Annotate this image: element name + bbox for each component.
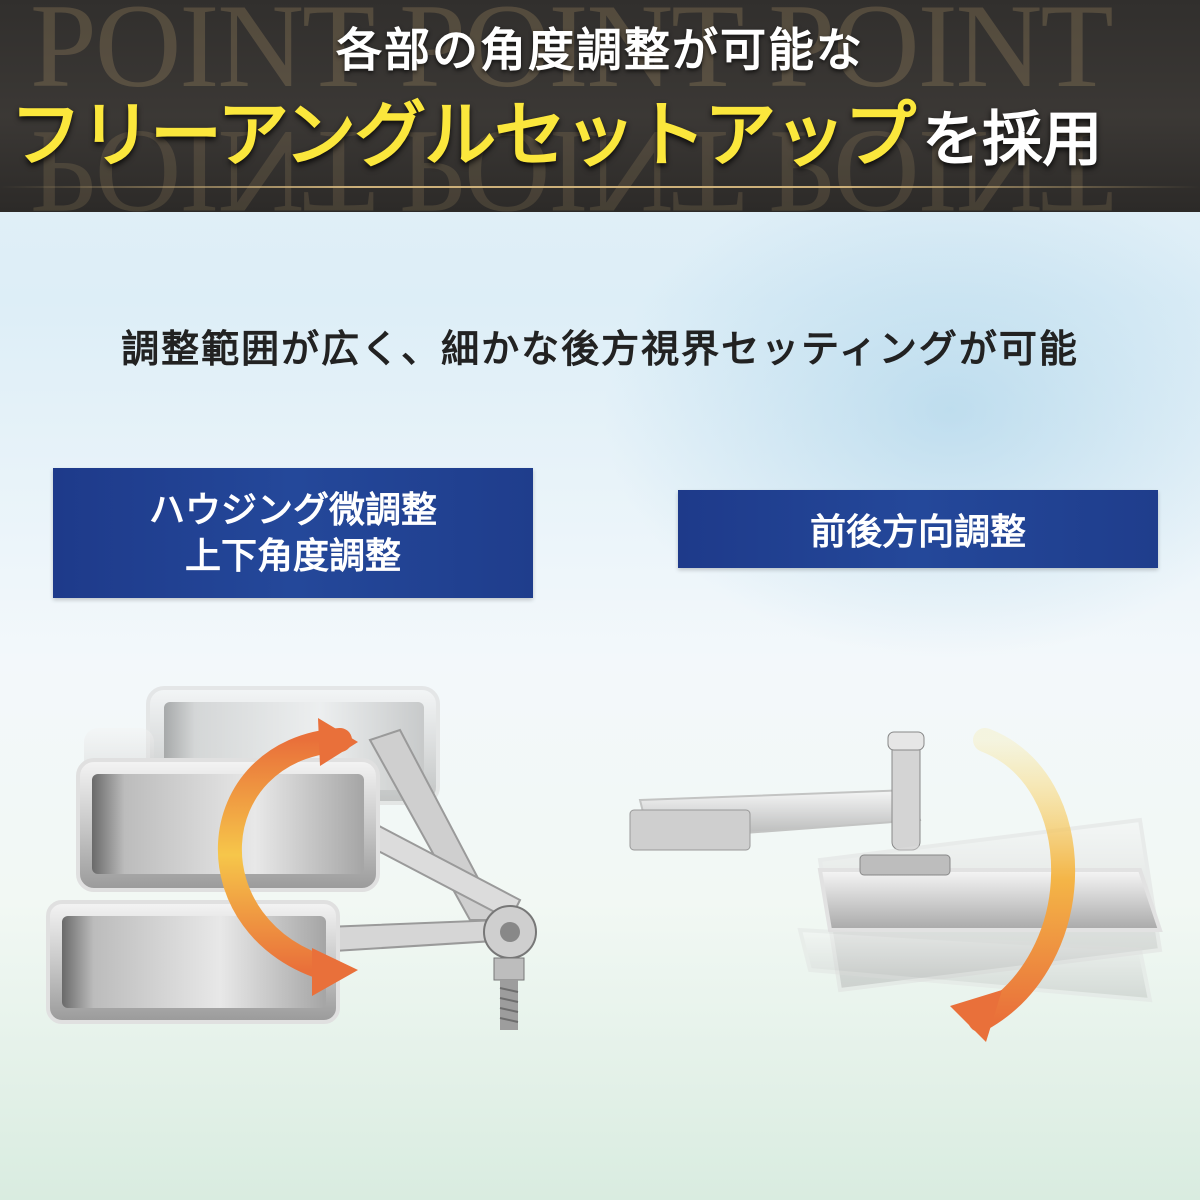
headline-suffix: を採用: [922, 105, 1103, 175]
right-main-mirror: [817, 854, 1163, 932]
label-housing-adjust: ハウジング微調整 上下角度調整: [53, 468, 533, 598]
label-left-line2: 上下角度調整: [184, 535, 401, 577]
gold-divider: [0, 186, 1200, 188]
ghost-mirror-forward: [797, 927, 1153, 1003]
mirror-forward-back-adjust-illustration: [629, 728, 1163, 1042]
mirror-vertical-adjust-illustration: [46, 686, 537, 1030]
label-forward-back-adjust: 前後方向調整: [678, 490, 1158, 568]
background-glow: [600, 160, 1200, 660]
subtitle: 調整範囲が広く、細かな後方視界セッティングが可能: [121, 326, 1079, 371]
label-right-text: 前後方向調整: [809, 511, 1026, 553]
headline-main: フリーアングルセットアップ: [10, 92, 916, 177]
header-band: POINT POINT POINT POINT POINT POINT 各部の角…: [0, 0, 1200, 212]
watermark-text: POINT POINT POINT: [30, 0, 1114, 112]
label-left-line1: ハウジング微調整: [148, 489, 437, 531]
headline-line1: 各部の角度調整が可能な: [336, 23, 864, 77]
headline-line2: フリーアングルセットアップを採用: [10, 76, 1102, 181]
